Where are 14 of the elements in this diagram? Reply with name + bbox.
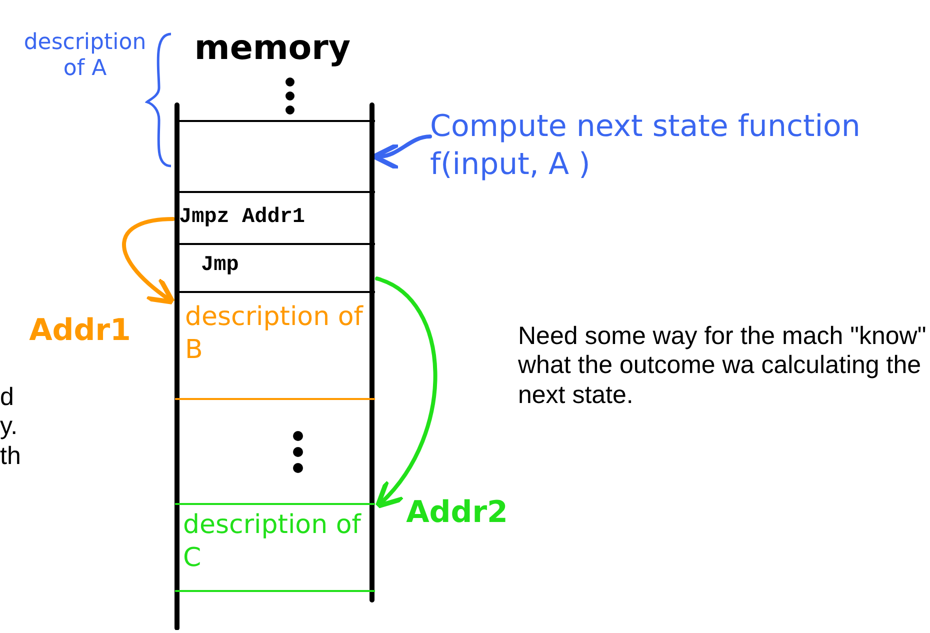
cell-text: Jmp <box>200 253 240 279</box>
arrow <box>122 217 176 305</box>
column-heading: memory <box>193 28 352 68</box>
arrow <box>372 134 432 170</box>
cell-text: description of C <box>182 509 362 574</box>
cell-text: Jmpz Addr1 <box>178 205 306 231</box>
cell-text: description of B <box>184 301 364 366</box>
note-text: d y. th <box>0 383 22 471</box>
note-text: Need some way for the mach "know" what the outcome wa calculating the next state. <box>518 322 928 410</box>
address-label: Addr2 <box>405 495 509 531</box>
address-label: Addr1 <box>28 313 132 349</box>
annotation-text: description of A <box>22 30 148 83</box>
arrow <box>375 276 438 509</box>
annotation-text: Compute next state function f(input, A ) <box>430 108 910 183</box>
